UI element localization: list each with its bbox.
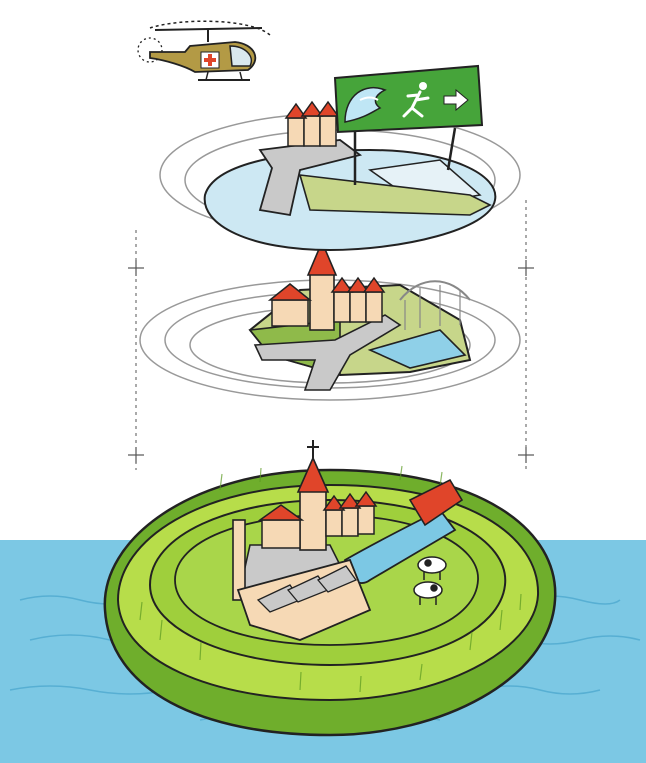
island-bottom [105, 440, 555, 735]
island-top [160, 66, 520, 250]
island-middle [140, 226, 520, 400]
helicopter [138, 21, 270, 80]
medical-cross-icon [201, 52, 219, 68]
church-bottom [298, 440, 328, 550]
evacuation-sign [335, 66, 482, 132]
